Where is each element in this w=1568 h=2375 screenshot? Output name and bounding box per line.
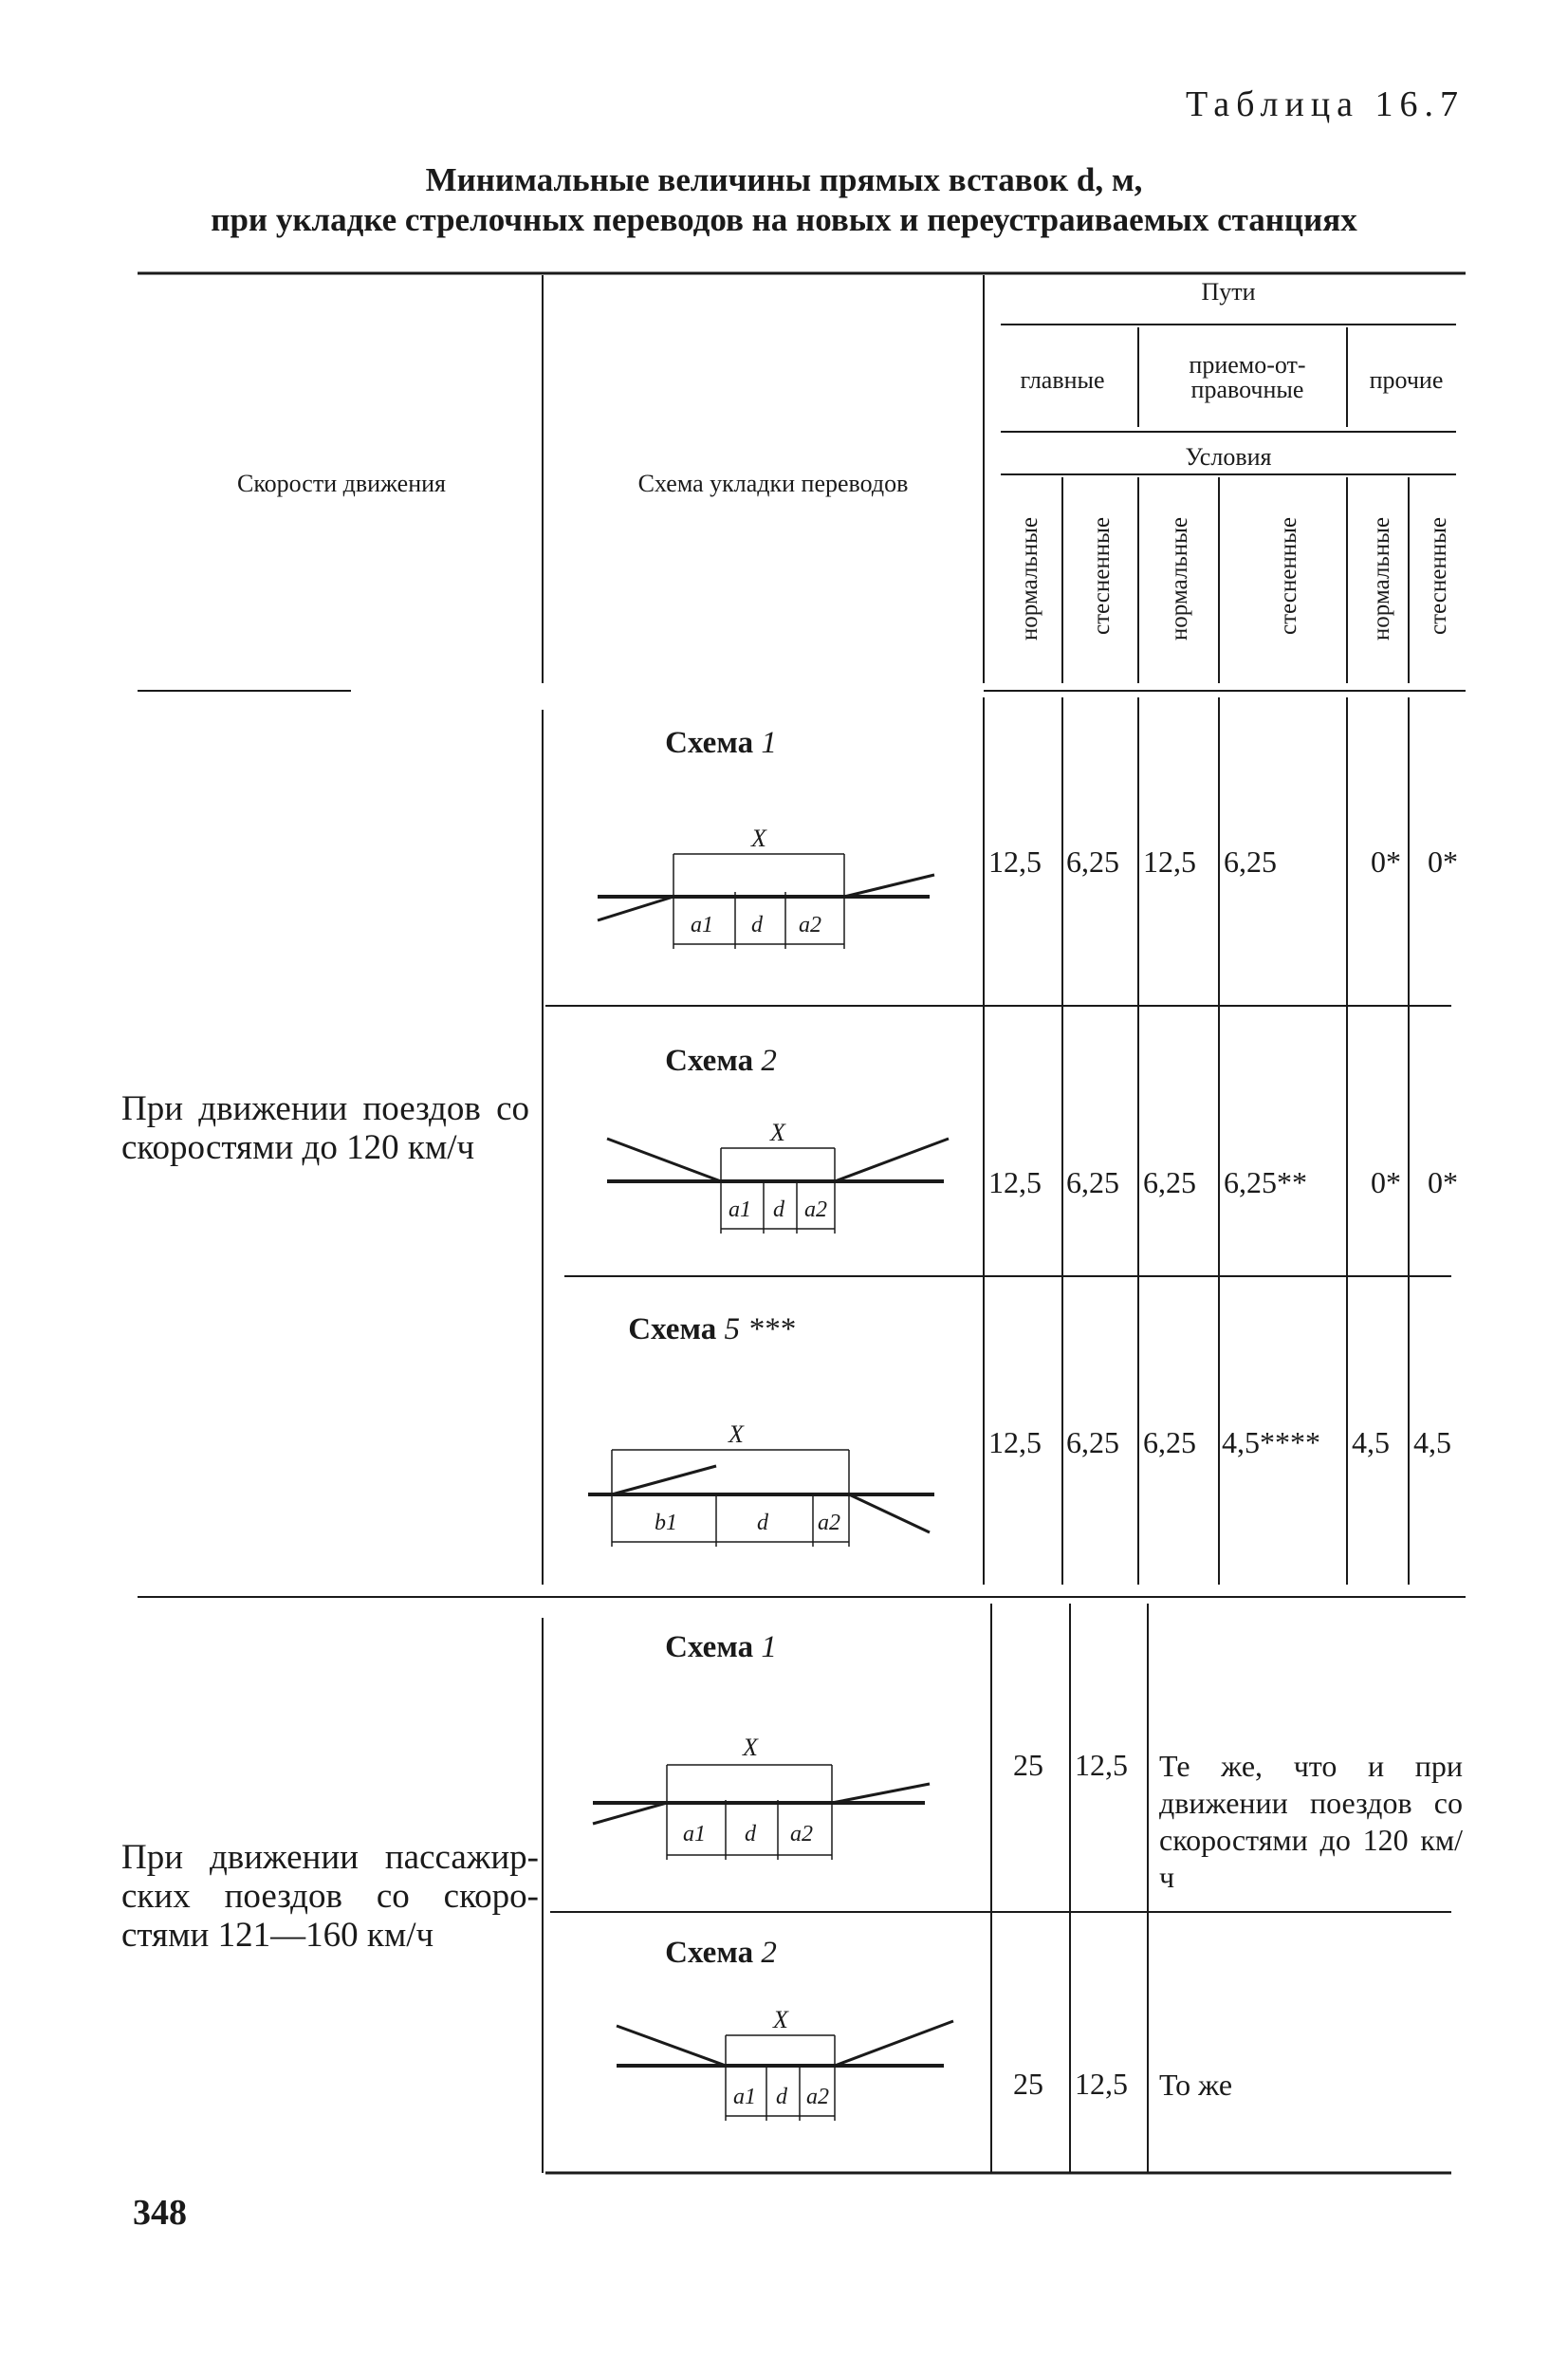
- scheme-title: Схема 1: [665, 1630, 777, 1664]
- value-cell: 0*: [1371, 1165, 1401, 1199]
- svg-text:a2: a2: [799, 913, 821, 937]
- table-title-line1: Минимальные величины прямых вставок d, м…: [425, 161, 1143, 198]
- svg-text:d: d: [773, 1197, 785, 1222]
- header-scheme: Схема укладки переводов: [637, 470, 909, 497]
- header-other-constrained: стесненные: [1426, 517, 1451, 635]
- header-other: прочие: [1369, 366, 1444, 394]
- scheme-title: Схема 1: [665, 726, 777, 760]
- svg-text:X: X: [769, 1119, 786, 1146]
- value-cell: 4,5: [1413, 1425, 1451, 1459]
- table-title-line2: при укладке стрелочных переводов на новы…: [211, 201, 1357, 238]
- page-number: 348: [133, 2193, 187, 2233]
- value-cell: 0*: [1428, 844, 1458, 879]
- scheme-2-diagram: X a1 d a2: [616, 2006, 954, 2121]
- header-other-normal: нормальные: [1369, 517, 1394, 641]
- header-receiving-constrained: стесненные: [1276, 517, 1301, 635]
- value-cell: 25: [1013, 1748, 1043, 1782]
- svg-text:X: X: [772, 2006, 789, 2033]
- svg-text:a1: a1: [683, 1822, 706, 1846]
- header-speed: Скорости движения: [237, 470, 446, 497]
- svg-text:a1: a1: [733, 2085, 756, 2109]
- value-cell: 6,25: [1066, 1165, 1119, 1199]
- value-cell: 6,25: [1066, 1425, 1119, 1459]
- value-cell: 6,25: [1066, 844, 1119, 879]
- svg-text:a2: a2: [818, 1511, 840, 1535]
- value-cell: 0*: [1428, 1165, 1458, 1199]
- value-cell: 6,25**: [1224, 1165, 1307, 1199]
- svg-text:a2: a2: [806, 2085, 829, 2109]
- svg-text:a1: a1: [691, 913, 713, 937]
- value-cell: 12,5: [1075, 1748, 1128, 1782]
- scheme-5-diagram: X b1 d a2: [588, 1420, 934, 1547]
- value-cell: 4,5****: [1222, 1425, 1320, 1459]
- value-cell: 12,5: [1075, 2067, 1128, 2101]
- svg-text:a2: a2: [790, 1822, 813, 1846]
- value-cell: 12,5: [988, 1425, 1042, 1459]
- scheme-title: Схема 5 ***: [628, 1312, 795, 1346]
- value-cell: 12,5: [1143, 844, 1196, 879]
- value-cell: 25: [1013, 2067, 1043, 2101]
- svg-text:a2: a2: [804, 1197, 827, 1222]
- header-main-normal: нормальные: [1017, 517, 1042, 641]
- note-same-as-120: Те же, что и при движении поездов со ско…: [1159, 1749, 1463, 1894]
- header-tracks: Пути: [1201, 278, 1256, 306]
- svg-text:d: d: [751, 913, 764, 937]
- value-cell: 6,25: [1224, 844, 1277, 879]
- scheme-title: Схема 2: [665, 1044, 777, 1078]
- svg-text:d: d: [745, 1822, 757, 1846]
- scheme-1-diagram: X a1 d a2: [592, 1734, 931, 1860]
- svg-text:X: X: [750, 826, 767, 852]
- value-cell: 12,5: [988, 1165, 1042, 1199]
- value-cell: 6,25: [1143, 1425, 1196, 1459]
- value-cell: 4,5: [1352, 1425, 1390, 1459]
- header-receiving: приемо-от-правочные: [1189, 351, 1306, 403]
- speed-group-1: При движении поездов со скоростями до 12…: [121, 1089, 529, 1167]
- scheme-2-diagram: X a1 d a2: [606, 1119, 950, 1234]
- scheme-title: Схема 2: [665, 1936, 777, 1970]
- header-main: главные: [1020, 366, 1105, 394]
- header-conditions: Условия: [1185, 443, 1272, 471]
- svg-text:X: X: [728, 1420, 745, 1448]
- table-number: Таблица 16.7: [1186, 84, 1466, 124]
- value-cell: 0*: [1371, 844, 1401, 879]
- speed-group-2: При движении пассажир-ских поездов со ск…: [121, 1838, 539, 1955]
- svg-text:d: d: [776, 2085, 788, 2109]
- svg-text:a1: a1: [729, 1197, 751, 1222]
- value-cell: 12,5: [988, 844, 1042, 879]
- scheme-1-diagram: X a1 d a2: [597, 826, 935, 949]
- svg-text:X: X: [742, 1734, 759, 1761]
- note-same: То же: [1159, 2068, 1233, 2102]
- value-cell: 6,25: [1143, 1165, 1196, 1199]
- header-main-constrained: стесненные: [1089, 517, 1115, 635]
- header-receiving-normal: нормальные: [1167, 517, 1192, 641]
- svg-text:b1: b1: [655, 1511, 677, 1535]
- svg-text:d: d: [757, 1511, 769, 1535]
